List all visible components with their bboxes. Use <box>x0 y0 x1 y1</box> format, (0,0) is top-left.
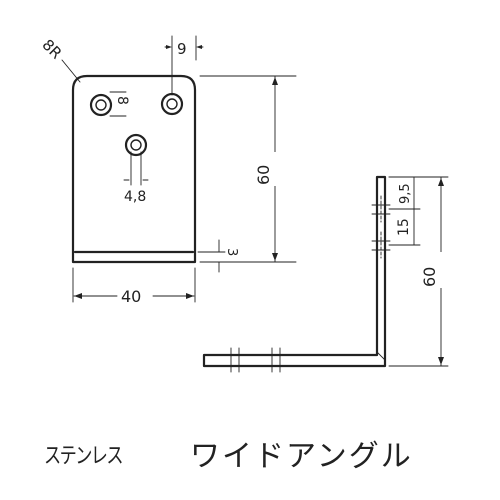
small-hole-dim: 4,8 <box>123 151 149 205</box>
width-dim: 40 <box>72 267 196 306</box>
right-hole <box>160 92 184 116</box>
hole-offset-label: 9 <box>177 40 187 58</box>
side-view: 9,5 15 60 <box>202 175 450 373</box>
hole-spacing-label: 15 <box>396 218 412 236</box>
bend-dim: 3 <box>197 239 239 273</box>
small-hole-label: 4,8 <box>124 189 146 205</box>
hole-spacing-dim: 15 <box>388 208 421 246</box>
corner-radius-label: 8R <box>39 36 66 63</box>
bend-label: 3 <box>224 248 239 256</box>
height-dim: 60 <box>199 75 297 263</box>
height-label: 60 <box>254 165 273 185</box>
angle-profile <box>202 175 387 368</box>
side-height-dim: 60 <box>388 176 450 367</box>
side-height-label: 60 <box>420 267 439 287</box>
hole-offset-dim: 9 <box>164 35 204 96</box>
product-name: ワイドアングル <box>190 439 413 474</box>
vertical-hole-marks <box>371 195 391 259</box>
hole-diameter-dim: 8 <box>109 91 130 117</box>
material-label: ステンレス <box>44 444 124 469</box>
caption: ステンレス ワイドアングル <box>0 437 500 477</box>
top-offset-label: 9,5 <box>398 183 413 204</box>
horizontal-hole-marks <box>230 347 281 373</box>
top-offset-dim: 9,5 <box>388 176 421 210</box>
front-view: 8R 9 8 4,8 <box>39 35 297 306</box>
center-hole <box>124 133 148 157</box>
left-hole <box>89 93 113 117</box>
width-label: 40 <box>121 287 141 306</box>
corner-radius-dim: 8R <box>39 36 81 83</box>
plate-outline <box>71 74 197 264</box>
hole-diameter-label: 8 <box>114 96 130 105</box>
